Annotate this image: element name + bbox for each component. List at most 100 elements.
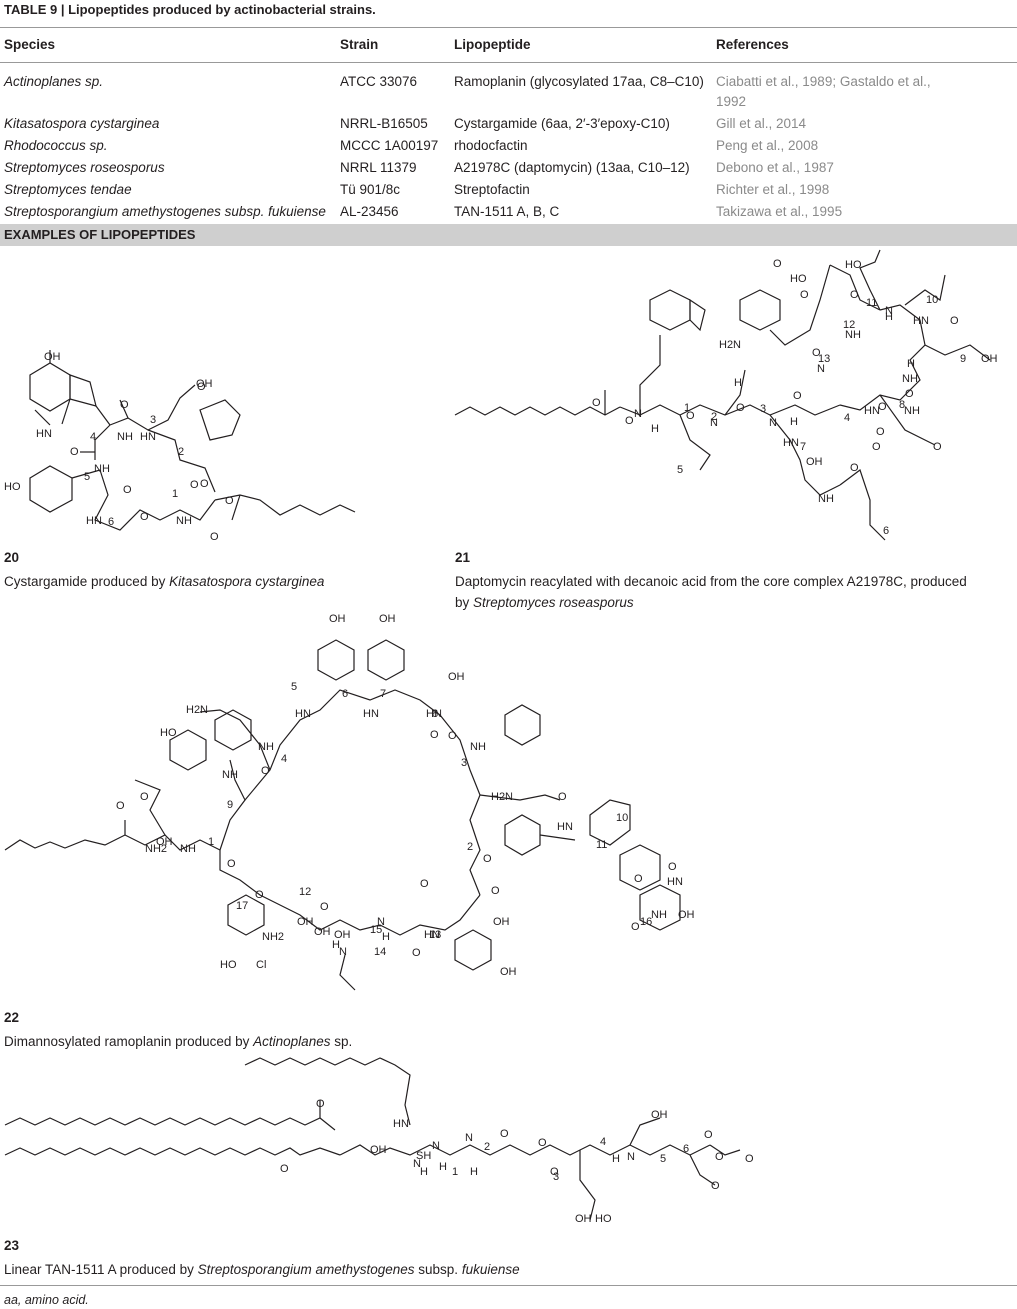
references-cell: Ciabatti et al., 1989; Gastaldo et al., <box>716 74 931 89</box>
table-row: Streptomyces roseosporus NRRL 11379 A219… <box>0 160 1017 182</box>
atom-label: 1 <box>208 836 214 848</box>
caption-text-line2: by <box>455 595 474 610</box>
atom-label: H <box>651 423 659 435</box>
atom-label: 14 <box>374 946 386 958</box>
atom-label: 7 <box>380 688 386 700</box>
atom-label: O <box>316 1098 325 1110</box>
atom-label: H <box>439 1161 447 1173</box>
references-cell: Richter et al., 1998 <box>716 182 830 197</box>
section-band-label: EXAMPLES OF LIPOPEPTIDES <box>4 227 196 242</box>
atom-label: HO <box>790 273 807 285</box>
rule-top <box>0 27 1017 28</box>
atom-label: NH <box>222 769 238 781</box>
atom-label: O <box>210 531 219 543</box>
atom-label: O <box>736 402 745 414</box>
references-cell: Debono et al., 1987 <box>716 160 834 175</box>
atom-label: NH <box>651 909 667 921</box>
atom-label: N <box>769 417 777 429</box>
atom-label: NH <box>902 373 918 385</box>
atom-label: O <box>950 315 959 327</box>
atom-label: 5 <box>291 681 297 693</box>
caption-italic-2: fukuiense <box>461 1262 520 1277</box>
figure-caption-20: Cystargamide produced by Kitasatospora c… <box>4 571 324 592</box>
table-title: TABLE 9 | Lipopeptides produced by actin… <box>4 2 376 17</box>
structure-21-bonds <box>454 249 991 541</box>
atom-label: H2N <box>491 791 513 803</box>
atom-label: OH <box>329 613 346 625</box>
atom-label: 3 <box>150 414 156 426</box>
atom-label: O <box>491 885 500 897</box>
atom-label: O <box>412 947 421 959</box>
references-cell: Takizawa et al., 1995 <box>716 204 843 219</box>
species-cell: Streptosporangium amethystogenes subsp. … <box>4 204 326 219</box>
figure-caption-21: Daptomycin reacylated with decanoic acid… <box>455 571 967 613</box>
atom-label: NH2 <box>145 843 167 855</box>
atom-label: N <box>432 1140 440 1152</box>
references-cell: Gill et al., 2014 <box>716 116 807 131</box>
atom-label: 4 <box>844 412 850 424</box>
atom-label: O <box>793 390 802 402</box>
figure-caption-22: Dimannosylated ramoplanin produced by Ac… <box>4 1031 352 1052</box>
atom-label: 10 <box>926 294 938 306</box>
atom-label: 4 <box>90 431 96 443</box>
atom-label: O <box>876 426 885 438</box>
atom-label: O <box>140 511 149 523</box>
atom-label: O <box>773 258 782 270</box>
atom-label: N <box>627 1151 635 1163</box>
atom-label: N <box>885 305 893 317</box>
strain-cell: NRRL 11379 <box>340 160 417 175</box>
atom-label: H <box>420 1166 428 1178</box>
atom-label: HN <box>86 515 102 527</box>
col-header-references: References <box>716 37 789 52</box>
lipopeptide-cell: Streptofactin <box>454 182 530 197</box>
atom-label: OH <box>500 966 517 978</box>
caption-text: Dimannosylated ramoplanin produced by <box>4 1034 254 1049</box>
section-band: EXAMPLES OF LIPOPEPTIDES <box>0 224 1017 246</box>
references-cell: Peng et al., 2008 <box>716 138 819 153</box>
atom-label: OH <box>575 1213 592 1225</box>
atom-label: OH <box>44 351 61 363</box>
rule-bottom <box>0 1285 1017 1286</box>
atom-label: HN <box>557 821 573 833</box>
atom-label: H <box>332 939 340 951</box>
atom-label: N <box>634 408 642 420</box>
atom-label: N <box>377 916 385 928</box>
table-row: Kitasatospora cystarginea NRRL-B16505 Cy… <box>0 116 1017 138</box>
structure-22-bonds <box>4 639 681 991</box>
atom-label: HO <box>220 959 237 971</box>
atom-label: OH <box>448 671 465 683</box>
figure-number-23: 23 <box>4 1238 20 1253</box>
atom-label: HN <box>36 428 52 440</box>
atom-label: 13 <box>818 353 830 365</box>
atom-label: O <box>116 800 125 812</box>
atom-label: N <box>413 1158 421 1170</box>
atom-label: H <box>790 416 798 428</box>
atom-label: O <box>227 858 236 870</box>
atom-label: 12 <box>299 886 311 898</box>
atom-label: O <box>200 478 209 490</box>
atom-label: 8 <box>899 399 905 411</box>
atom-label: O <box>120 399 129 411</box>
species-cell: Streptomyces tendae <box>4 182 132 197</box>
atom-label: OH <box>314 926 331 938</box>
atom-label: O <box>558 791 567 803</box>
atom-label: H <box>907 358 915 370</box>
atom-label: 3 <box>760 403 766 415</box>
caption-text-after: subsp. <box>414 1262 462 1277</box>
atom-label: 16 <box>640 916 652 928</box>
atom-label: O <box>255 889 264 901</box>
atom-label: O <box>483 853 492 865</box>
atom-label: O <box>872 441 881 453</box>
table-row: Streptomyces tendae Tü 901/8c Streptofac… <box>0 182 1017 204</box>
col-header-species: Species <box>4 37 56 52</box>
lipopeptide-cell: A21978C (daptomycin) (13aa, C10–12) <box>454 160 690 175</box>
col-header-lipopeptide: Lipopeptide <box>454 37 531 52</box>
atom-label: H <box>470 1166 478 1178</box>
atom-label: O <box>430 729 439 741</box>
structure-23-bonds <box>4 1057 741 1221</box>
strain-cell: NRRL-B16505 <box>340 116 428 131</box>
atom-label: 3 <box>461 757 467 769</box>
atom-label: HN <box>393 1118 409 1130</box>
atom-label: 2 <box>178 446 184 458</box>
